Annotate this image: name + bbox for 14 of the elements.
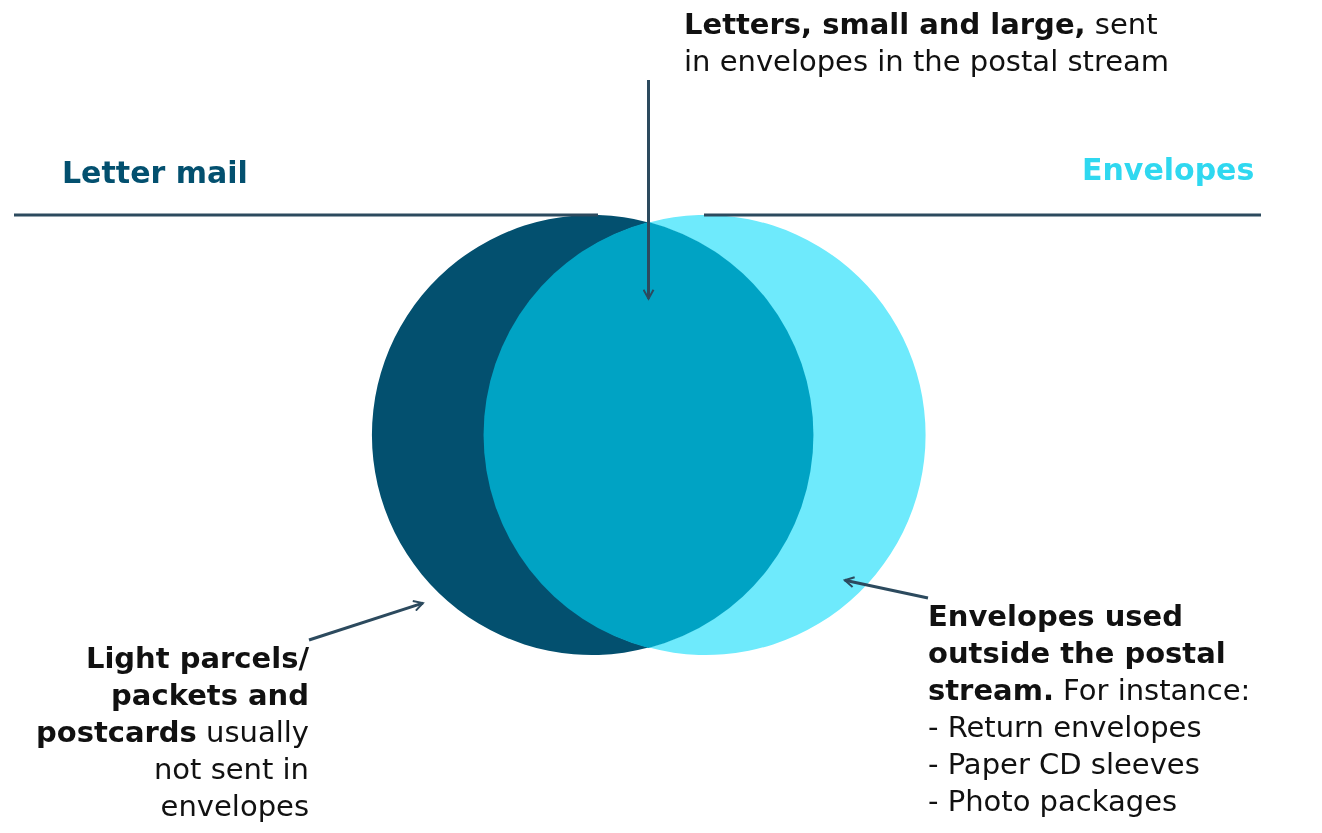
heading-label: Envelopes [1082,152,1255,187]
callout-text: Letters, small and large, sent in envelopes in the postal stream [684,6,1171,80]
list-item: - Paper CD sleeves [928,746,1201,783]
callout-text: Envelopes used outside the postal stream. For instance: [928,598,1252,709]
heading-label: Letter mail [62,155,248,190]
list-item: - Photo packages [928,783,1179,820]
venn-circle-part [372,215,649,655]
venn-circle-part [648,215,925,655]
list-item: - Return envelopes [928,709,1203,746]
arrow [843,576,929,600]
venn-overlap [485,222,812,648]
arrow [642,80,655,300]
callout-text: Light parcels/ packets and postcards usually not sent in envelopes [34,640,309,825]
arrow [308,600,424,642]
